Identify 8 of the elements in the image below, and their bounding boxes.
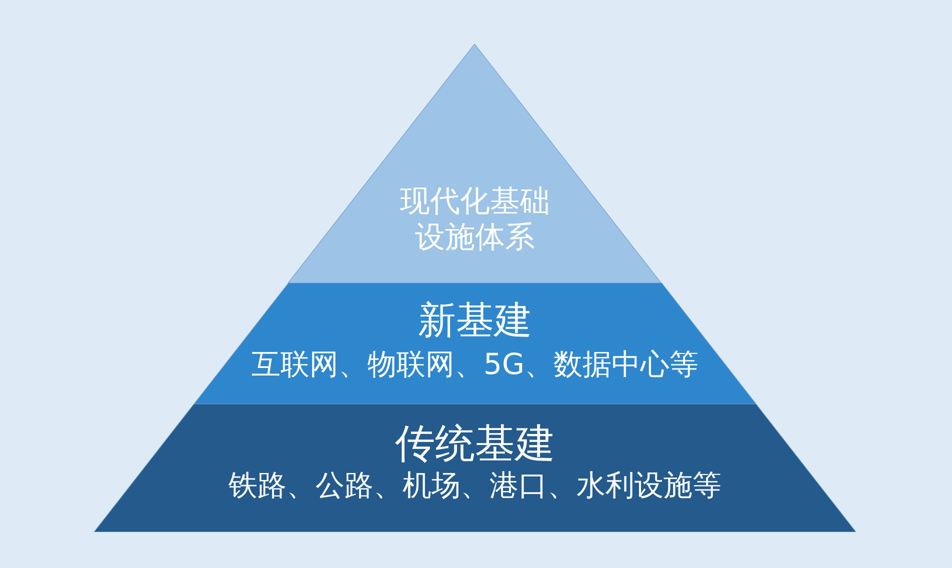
band-description: 铁路、公路、机场、港口、水利设施等	[228, 467, 722, 504]
pyramid-top-band	[288, 44, 662, 283]
pyramid-middle-band	[194, 283, 756, 404]
band-title: 传统基建	[394, 420, 556, 469]
band-title: 新基建	[416, 297, 533, 344]
band-description: 互联网、物联网、5G、数据中心等	[250, 346, 700, 383]
band-title: 现代化基础设施体系	[398, 184, 551, 256]
pyramid-bottom-band	[94, 404, 856, 532]
